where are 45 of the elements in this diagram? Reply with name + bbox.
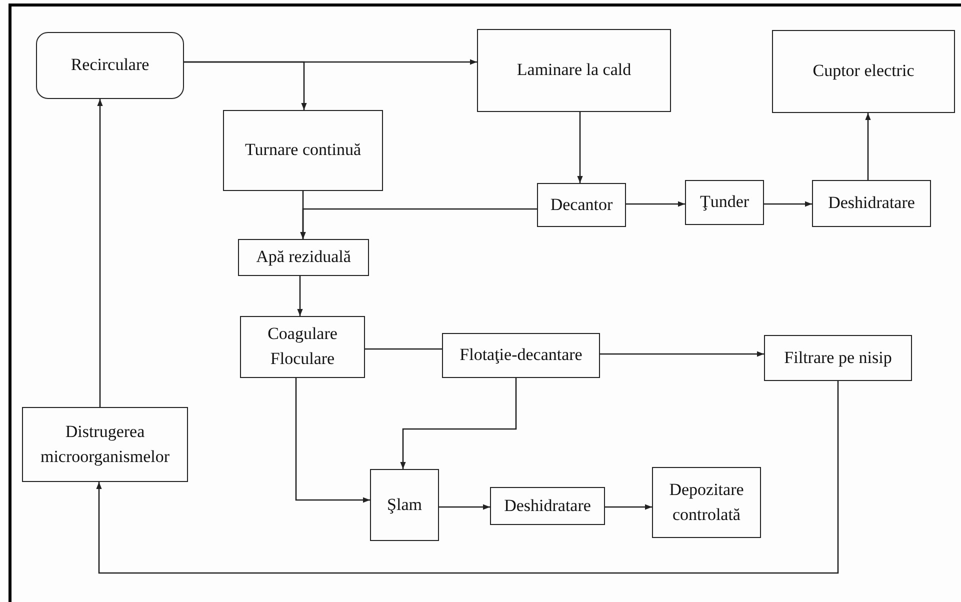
arrow: [600, 351, 764, 357]
box-label: Ţunder: [700, 191, 750, 214]
arrow: [184, 61, 307, 110]
box-label: Deshidratare: [504, 494, 591, 517]
process-box: [812, 180, 931, 227]
arrow: [297, 276, 303, 316]
process-box: [764, 335, 912, 381]
arrow: [97, 99, 103, 407]
arrow: [865, 113, 871, 180]
process-box: [477, 29, 671, 112]
process-box: [442, 333, 600, 378]
box-label: Decantor: [550, 194, 613, 216]
connector-line: [365, 348, 442, 350]
arrow: [300, 208, 537, 239]
box-label: Şlam: [387, 494, 422, 516]
box-label: Turnare continuă: [245, 139, 361, 162]
arrow: [626, 201, 685, 207]
process-box: [238, 239, 369, 276]
process-box: [240, 316, 365, 378]
box-label: Depozitare controlată: [668, 478, 745, 526]
process-box: [490, 487, 605, 525]
box-label: Filtrare pe nisip: [784, 346, 892, 369]
box-label: Deshidratare: [828, 192, 915, 214]
process-box: [223, 110, 383, 191]
process-box: [22, 407, 188, 482]
arrow: [295, 378, 370, 503]
arrow: [764, 201, 812, 207]
arrow: [96, 381, 839, 574]
process-box: [652, 467, 761, 538]
process-box: [772, 30, 955, 113]
arrow: [439, 504, 490, 510]
box-label: Coagulare Floculare: [266, 323, 338, 370]
box-label: Laminare la cald: [516, 59, 632, 82]
process-box: [370, 469, 439, 541]
process-box: [537, 183, 626, 227]
arrow: [605, 504, 652, 510]
arrow: [400, 378, 517, 469]
process-box: [685, 180, 764, 225]
box-label: Flotaţie-decantare: [460, 344, 582, 366]
box-label: Cuptor electric: [812, 60, 914, 82]
rounded-process-box: [36, 32, 184, 99]
arrow: [577, 112, 583, 183]
box-label: Recirculare: [70, 54, 150, 76]
box-label: Apă reziduală: [256, 246, 351, 268]
box-label: Distrugerea microorganismelor: [39, 420, 171, 468]
